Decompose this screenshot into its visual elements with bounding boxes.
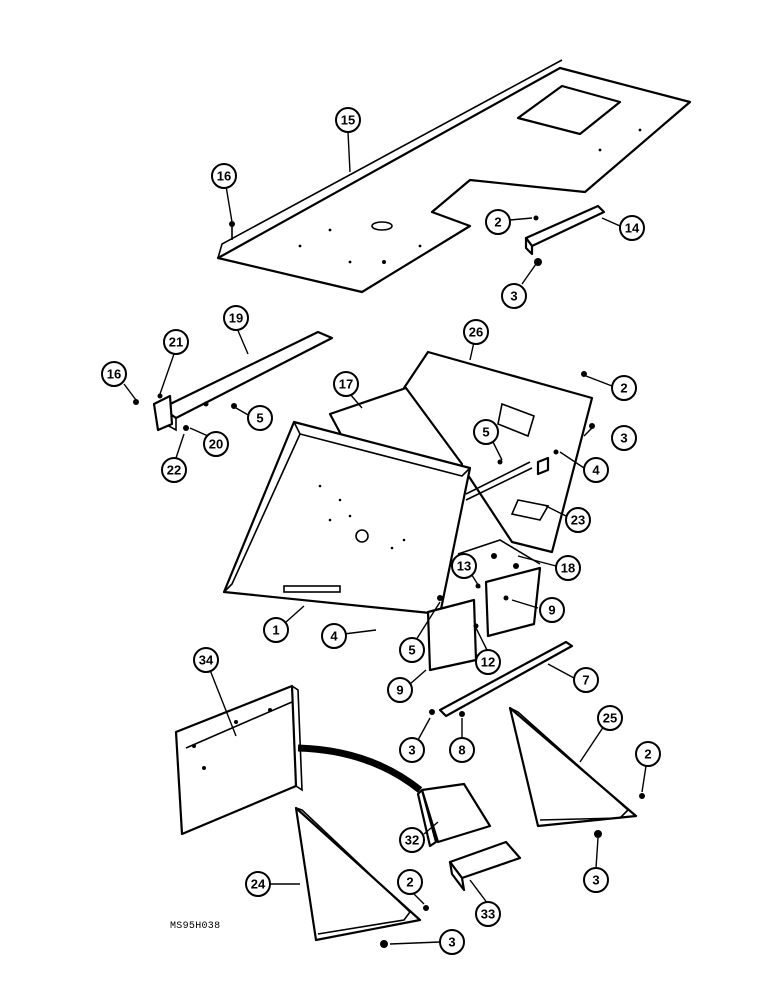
callout-13: 13 (451, 553, 477, 579)
callout-2: 2 (485, 209, 511, 235)
part-32-bracket (416, 782, 492, 848)
svg-text:16: 16 (217, 169, 231, 184)
callout-3: 3 (399, 737, 425, 763)
part-24-brace (294, 806, 429, 948)
svg-text:14: 14 (625, 221, 640, 236)
svg-text:23: 23 (571, 513, 585, 528)
svg-text:15: 15 (341, 113, 355, 128)
callout-3: 3 (439, 929, 465, 955)
svg-text:2: 2 (406, 875, 413, 890)
callout-7: 7 (573, 667, 599, 693)
callout-5: 5 (247, 405, 273, 431)
callout-8: 8 (449, 737, 475, 763)
part-14-bracket (524, 204, 606, 266)
svg-text:34: 34 (199, 653, 214, 668)
svg-text:21: 21 (169, 335, 183, 350)
svg-text:19: 19 (229, 311, 243, 326)
callout-5: 5 (399, 637, 425, 663)
callout-3: 3 (501, 283, 527, 309)
callout-22: 22 (161, 457, 187, 483)
part-19-angle (133, 330, 334, 432)
svg-text:17: 17 (339, 377, 353, 392)
callout-4: 4 (321, 623, 347, 649)
callout-12: 12 (475, 649, 501, 675)
callout-9: 9 (539, 597, 565, 623)
svg-text:2: 2 (620, 381, 627, 396)
part-15-floor-panel (216, 59, 692, 294)
callout-14: 14 (619, 215, 645, 241)
callout-5: 5 (473, 419, 499, 445)
part-9-plates (426, 539, 542, 672)
callout-34: 34 (193, 647, 219, 673)
callout-3: 3 (611, 425, 637, 451)
svg-text:18: 18 (561, 561, 575, 576)
svg-text:2: 2 (644, 747, 651, 762)
svg-text:3: 3 (510, 289, 517, 304)
svg-text:12: 12 (481, 655, 495, 670)
part-34-panel (174, 684, 303, 836)
callout-2: 2 (611, 375, 637, 401)
callout-2: 2 (397, 869, 423, 895)
svg-text:5: 5 (256, 411, 263, 426)
callout-16: 16 (101, 361, 127, 387)
svg-text:8: 8 (458, 743, 465, 758)
part-25-brace (508, 706, 645, 838)
svg-text:5: 5 (482, 425, 489, 440)
svg-text:13: 13 (457, 559, 471, 574)
svg-text:9: 9 (548, 603, 555, 618)
svg-text:25: 25 (603, 711, 617, 726)
svg-text:3: 3 (408, 743, 415, 758)
callout-3: 3 (583, 867, 609, 893)
svg-text:24: 24 (251, 877, 266, 892)
callout-9: 9 (387, 677, 413, 703)
bolt-16-upper (229, 221, 235, 240)
callout-16: 16 (211, 163, 237, 189)
svg-text:4: 4 (330, 629, 338, 644)
callout-20: 20 (203, 431, 229, 457)
svg-text:26: 26 (469, 325, 483, 340)
svg-text:7: 7 (582, 673, 589, 688)
cable (297, 744, 423, 793)
svg-text:20: 20 (209, 437, 223, 452)
callout-24: 24 (245, 871, 271, 897)
callout-21: 21 (163, 329, 189, 355)
svg-text:9: 9 (396, 683, 403, 698)
svg-text:33: 33 (481, 907, 495, 922)
svg-text:32: 32 (405, 833, 419, 848)
callout-1: 1 (263, 617, 289, 643)
svg-text:4: 4 (592, 463, 600, 478)
drawing-code: MS95H038 (170, 921, 221, 932)
svg-text:3: 3 (620, 431, 627, 446)
callout-23: 23 (565, 507, 591, 533)
callout-19: 19 (223, 305, 249, 331)
svg-text:3: 3 (592, 873, 599, 888)
callout-17: 17 (333, 371, 359, 397)
callout-33: 33 (475, 901, 501, 927)
part-33-bracket (448, 840, 522, 892)
svg-text:3: 3 (448, 935, 455, 950)
callout-2: 2 (635, 741, 661, 767)
callout-32: 32 (399, 827, 425, 853)
part-7-bar (429, 640, 574, 718)
svg-text:5: 5 (408, 643, 415, 658)
svg-text:1: 1 (272, 623, 279, 638)
callout-18: 18 (555, 555, 581, 581)
svg-text:16: 16 (107, 367, 121, 382)
svg-text:22: 22 (167, 463, 181, 478)
callout-4: 4 (583, 457, 609, 483)
leader-lines (123, 131, 647, 945)
callout-26: 26 (463, 319, 489, 345)
callout-25: 25 (597, 705, 623, 731)
svg-text:2: 2 (494, 215, 501, 230)
callout-15: 15 (335, 107, 361, 133)
